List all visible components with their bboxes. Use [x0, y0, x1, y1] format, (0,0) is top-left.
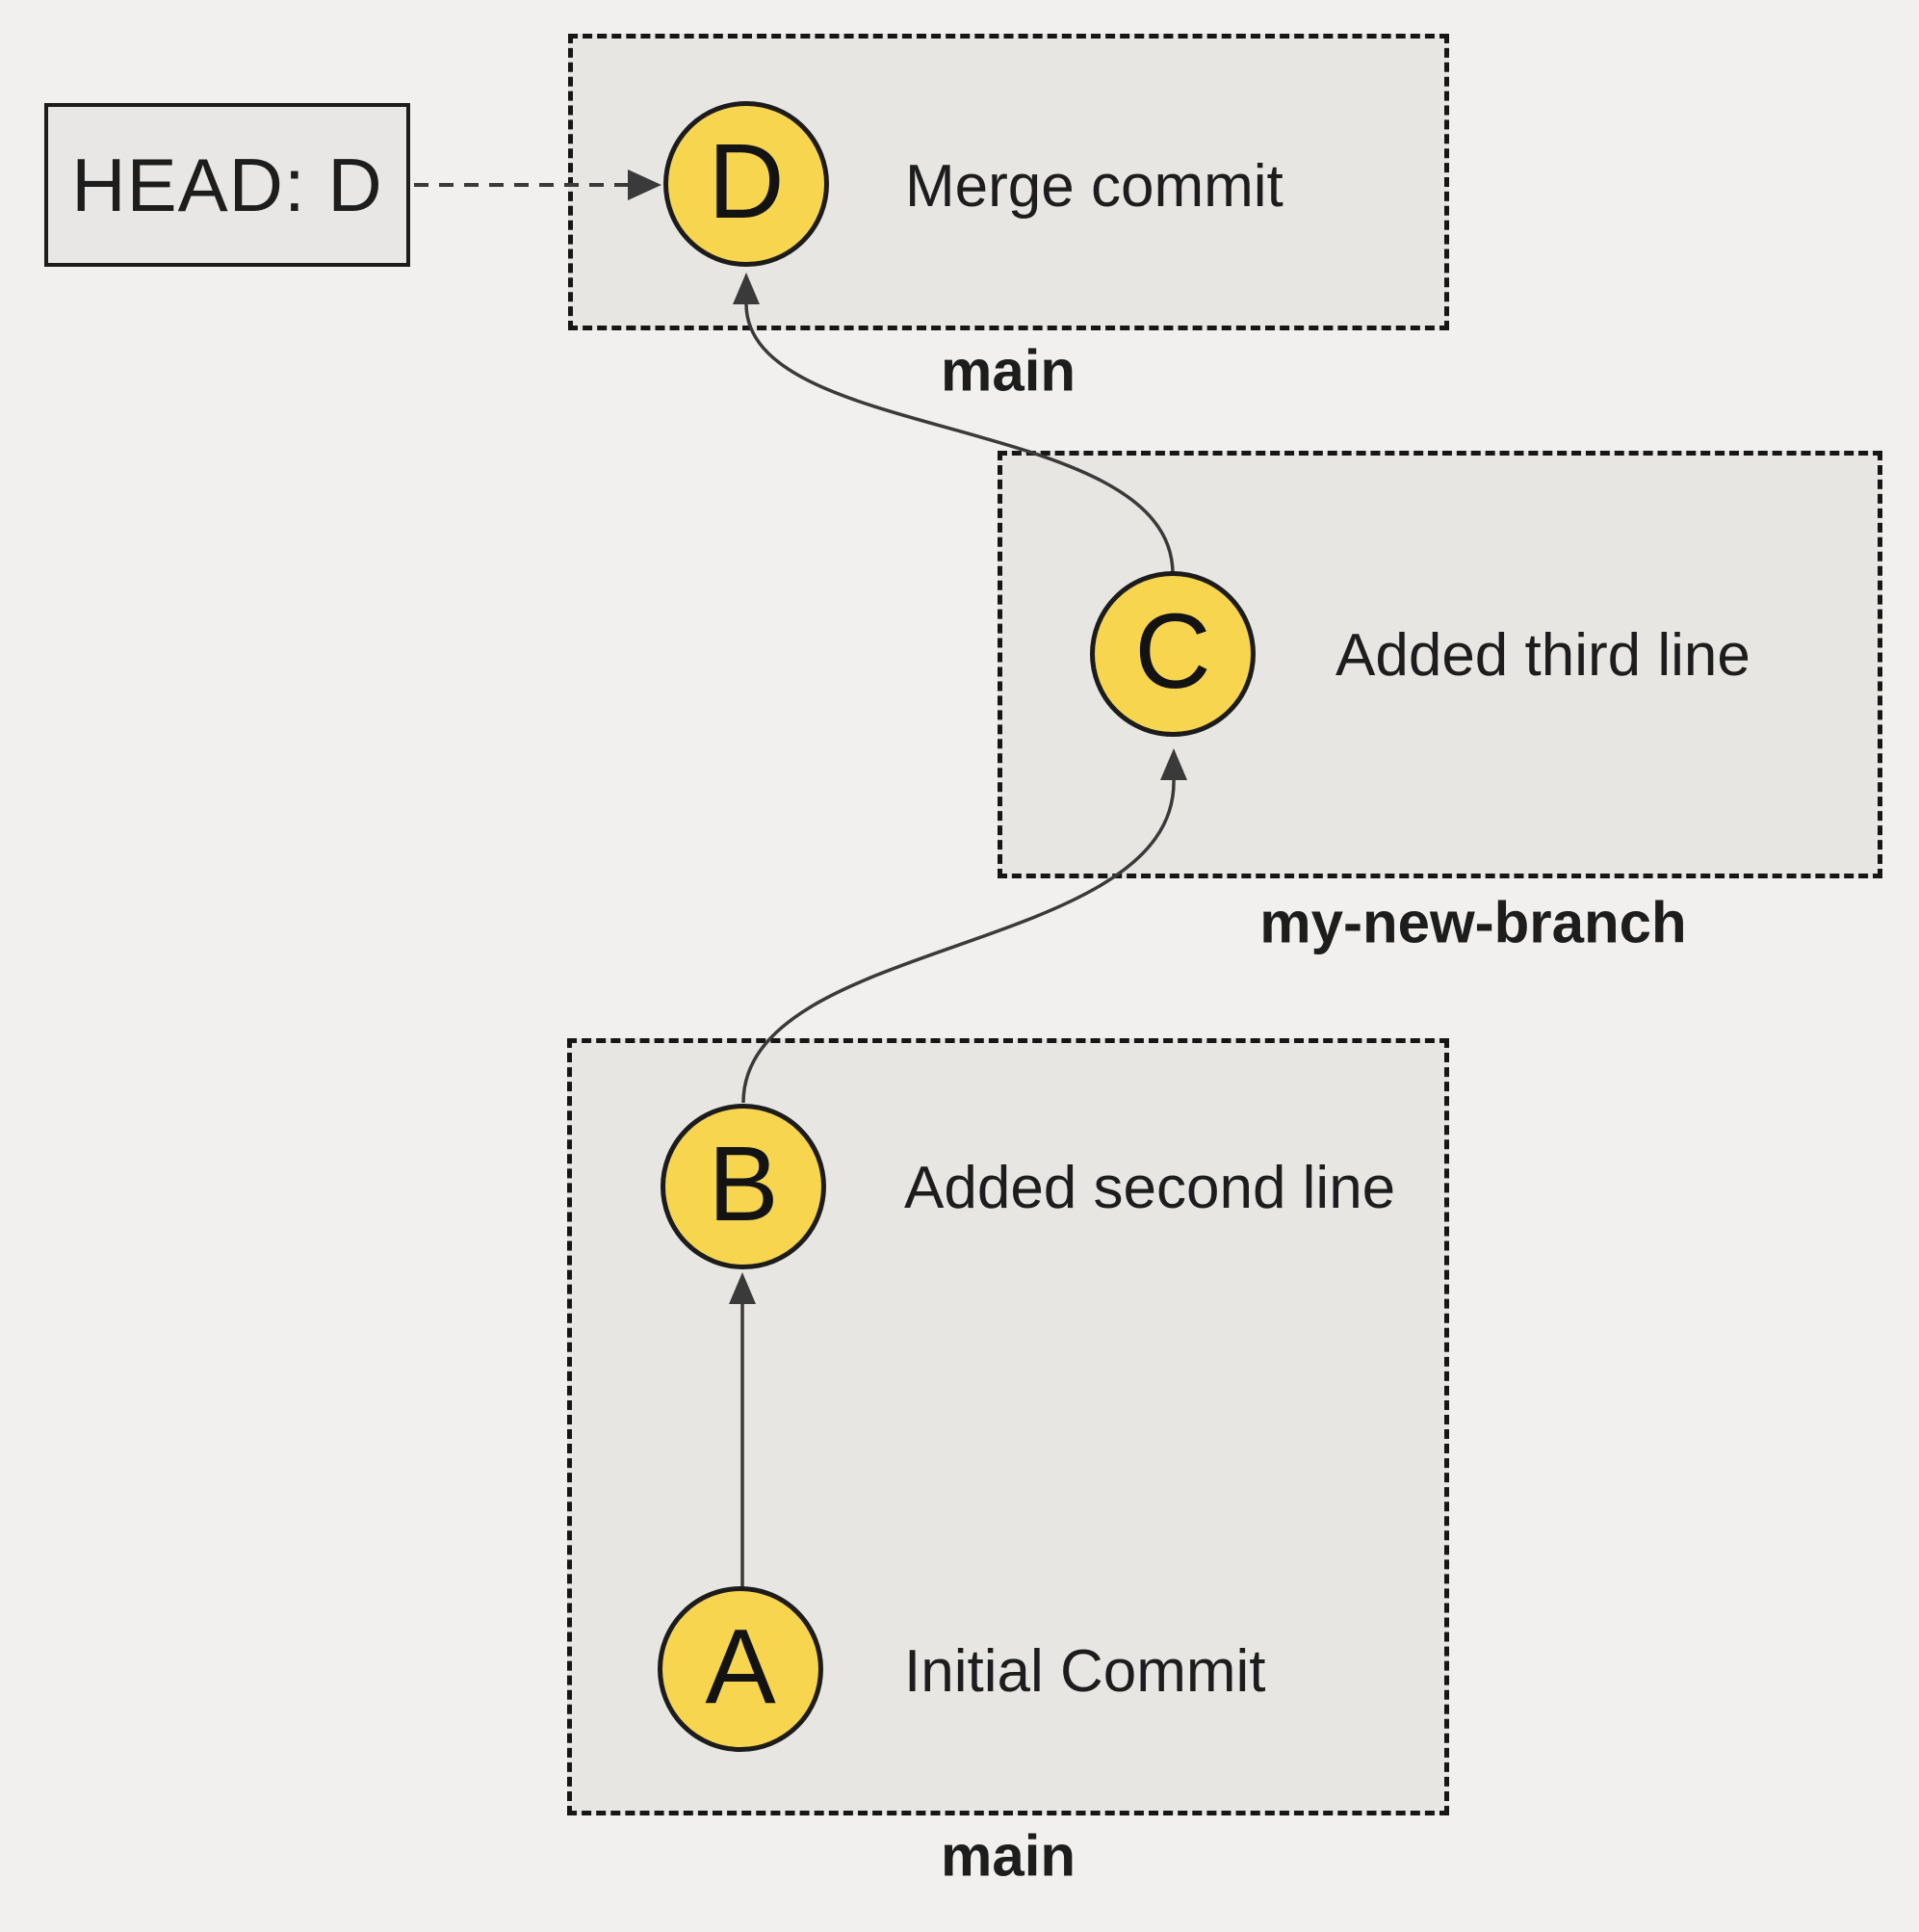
commit-node-a: A [658, 1586, 823, 1752]
arrowhead-c-to-d-icon [733, 273, 760, 304]
edge-c-to-d [744, 303, 1175, 575]
arrowhead-head-to-d-icon [628, 170, 661, 200]
branch-label-main-top: main [940, 338, 1076, 404]
commit-letter-b: B [708, 1125, 779, 1243]
head-pointer-box: HEAD: D [44, 103, 410, 267]
arrowhead-b-to-c-icon [1160, 748, 1187, 780]
commit-letter-c: C [1134, 592, 1211, 711]
commit-node-b: B [661, 1104, 826, 1269]
commit-letter-d: D [708, 122, 785, 241]
commit-letter-a: A [705, 1607, 776, 1726]
arrowhead-a-to-b-icon [729, 1272, 756, 1304]
commit-message-a: Initial Commit [904, 1637, 1266, 1705]
commit-message-b: Added second line [904, 1154, 1396, 1221]
head-pointer-label: HEAD: D [71, 142, 383, 227]
edge-b-to-c [741, 779, 1176, 1104]
branch-label-main-bottom: main [940, 1823, 1076, 1889]
commit-message-c: Added third line [1336, 621, 1750, 689]
commit-node-d: D [663, 101, 829, 267]
commit-message-d: Merge commit [905, 152, 1284, 220]
commit-node-c: C [1090, 571, 1256, 737]
branch-label-my-new-branch: my-new-branch [1259, 890, 1687, 955]
